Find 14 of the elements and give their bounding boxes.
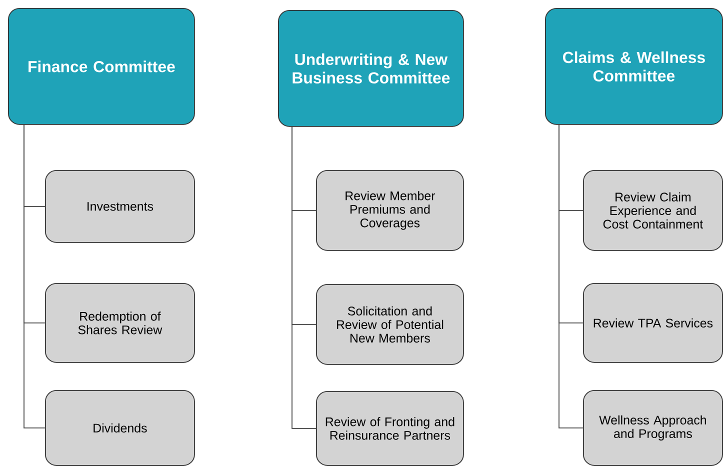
task-box: Review of Fronting and Reinsurance Partners: [316, 391, 464, 466]
committee-box: Finance Committee: [8, 8, 195, 125]
task-box: Wellness Approach and Programs: [583, 390, 723, 466]
committee-box: Claims & Wellness Committee: [545, 8, 723, 125]
committee-box: Underwriting & New Business Committee: [278, 10, 464, 127]
task-box: Review TPA Services: [583, 283, 723, 363]
task-box: Redemption of Shares Review: [45, 283, 195, 363]
connector-line: [24, 124, 46, 428]
task-box: Solicitation and Review of Potential New Members: [316, 284, 464, 365]
task-box: Dividends: [45, 390, 195, 466]
task-box: Review Claim Experience and Cost Containment: [583, 170, 723, 251]
task-box: Investments: [45, 170, 195, 243]
task-box: Review Member Premiums and Coverages: [316, 170, 464, 251]
connector-line: [292, 126, 316, 429]
